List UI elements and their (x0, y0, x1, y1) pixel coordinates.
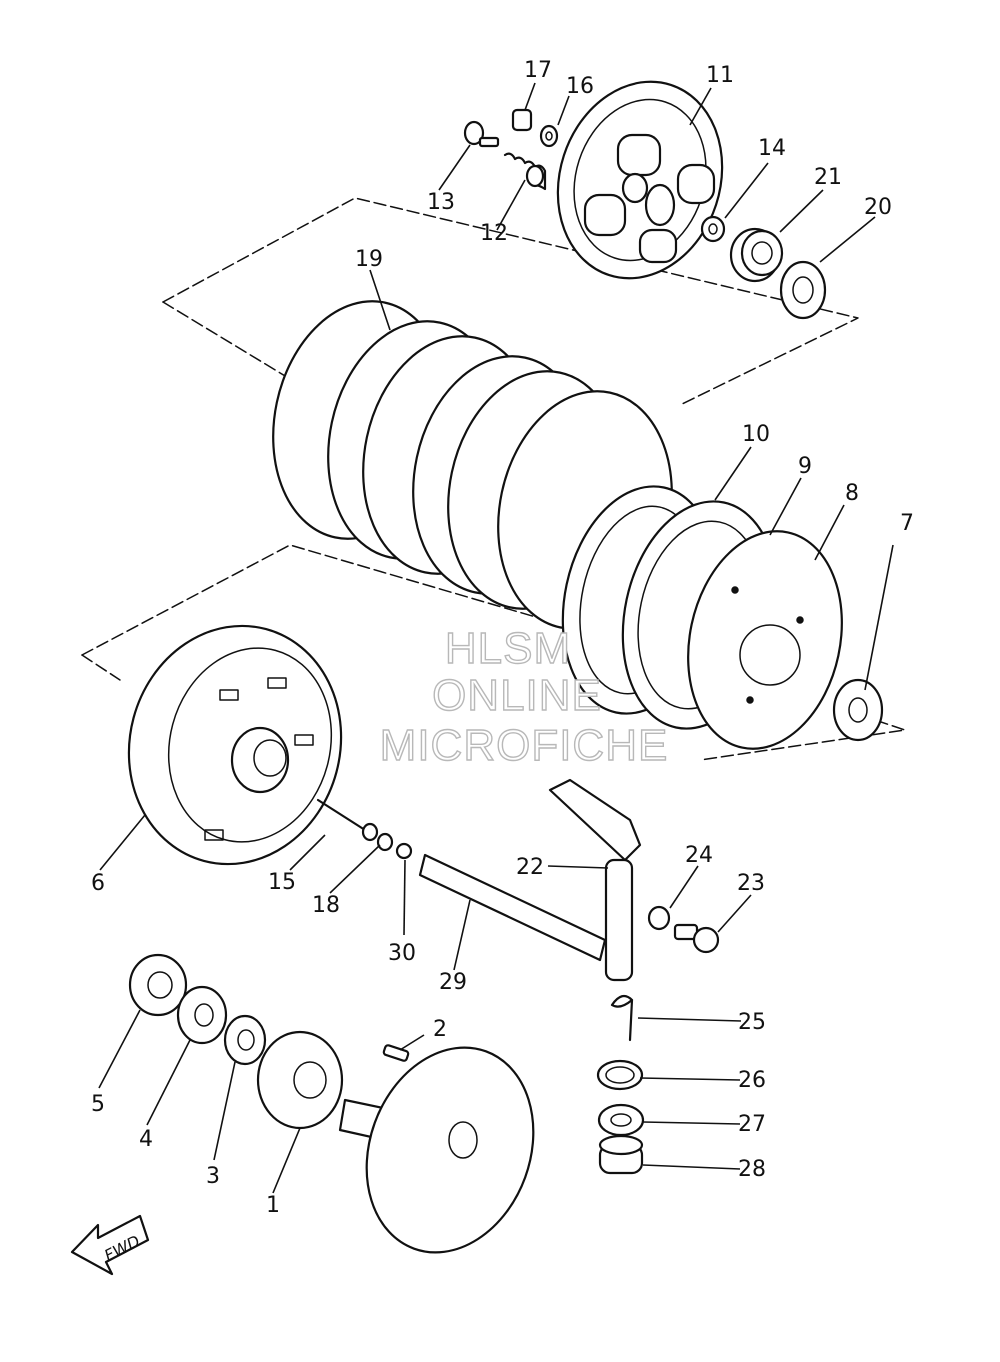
nut-5 (128, 953, 188, 1017)
fwd-arrow-icon: FWD (70, 1214, 150, 1276)
leader-lines (98, 82, 894, 1194)
clutch-boss-8 (687, 530, 843, 750)
bearing-28 (598, 1134, 644, 1175)
callout-29: 29 (439, 970, 467, 995)
washer-24 (647, 905, 671, 931)
friction-plates (272, 300, 673, 630)
callout-25: 25 (738, 1010, 766, 1035)
callout-16: 16 (566, 74, 594, 99)
hub-group-outline-right (81, 654, 121, 681)
callout-30: 30 (388, 941, 416, 966)
primary-drive-gear-1 (256, 1030, 344, 1130)
spring-12 (503, 152, 547, 191)
crankshaft (338, 1046, 535, 1254)
lock-washer-20 (779, 260, 827, 320)
bolt-13 (463, 120, 500, 148)
hub-group-outline (81, 544, 581, 656)
lock-washer-4 (176, 985, 228, 1045)
callout-18: 18 (312, 893, 340, 918)
callout-1: 1 (266, 1193, 280, 1218)
watermark-line3: MICROFICHE (380, 721, 669, 770)
callout-6: 6 (91, 871, 105, 896)
watermark: HLSM ONLINE MICROFICHE (379, 623, 669, 770)
callout-4: 4 (139, 1127, 153, 1152)
callout-14: 14 (758, 136, 786, 161)
lock-washer-7 (832, 678, 884, 742)
watermark-line1: HLSM (445, 624, 571, 673)
callout-21: 21 (814, 165, 842, 190)
callout-13: 13 (427, 190, 455, 215)
callout-5: 5 (91, 1092, 105, 1117)
callout-3: 3 (206, 1164, 220, 1189)
callout-8: 8 (845, 481, 859, 506)
callout-15: 15 (268, 870, 296, 895)
callout-12: 12 (480, 221, 508, 246)
plate-group-outline-lower (162, 301, 301, 386)
ball-18 (376, 832, 394, 852)
callout-27: 27 (738, 1112, 766, 1137)
callout-17: 17 (524, 58, 552, 83)
circlip-26 (596, 1059, 644, 1091)
callout-10: 10 (742, 422, 770, 447)
nut-17 (511, 108, 533, 132)
callout-7: 7 (900, 511, 914, 536)
callout-28: 28 (738, 1157, 766, 1182)
washer-16 (539, 124, 559, 148)
callout-23: 23 (737, 871, 765, 896)
oil-seal-27 (597, 1103, 645, 1137)
push-lever-22 (548, 778, 642, 982)
callout-19: 19 (355, 247, 383, 272)
callout-20: 20 (864, 195, 892, 220)
callout-9: 9 (798, 454, 812, 479)
callout-11: 11 (706, 63, 734, 88)
clutch-housing-6 (127, 624, 343, 866)
spring-25 (610, 994, 634, 1042)
push-rod-15 (316, 798, 379, 842)
ball-30 (395, 842, 413, 860)
key-2 (382, 1044, 410, 1062)
callout-22: 22 (516, 855, 544, 880)
callout-24: 24 (685, 843, 713, 868)
callout-labels: 1 2 3 4 5 6 7 8 9 10 11 12 13 14 15 16 1… (91, 58, 914, 1218)
watermark-line2: ONLINE (432, 671, 602, 720)
callout-2: 2 (433, 1017, 447, 1042)
nut-21 (729, 227, 784, 283)
washer-14 (700, 215, 726, 243)
pressure-plate (556, 80, 724, 280)
bolt-23 (673, 923, 720, 954)
callout-26: 26 (738, 1068, 766, 1093)
push-rod-29 (418, 853, 607, 962)
washer-3 (223, 1014, 267, 1066)
